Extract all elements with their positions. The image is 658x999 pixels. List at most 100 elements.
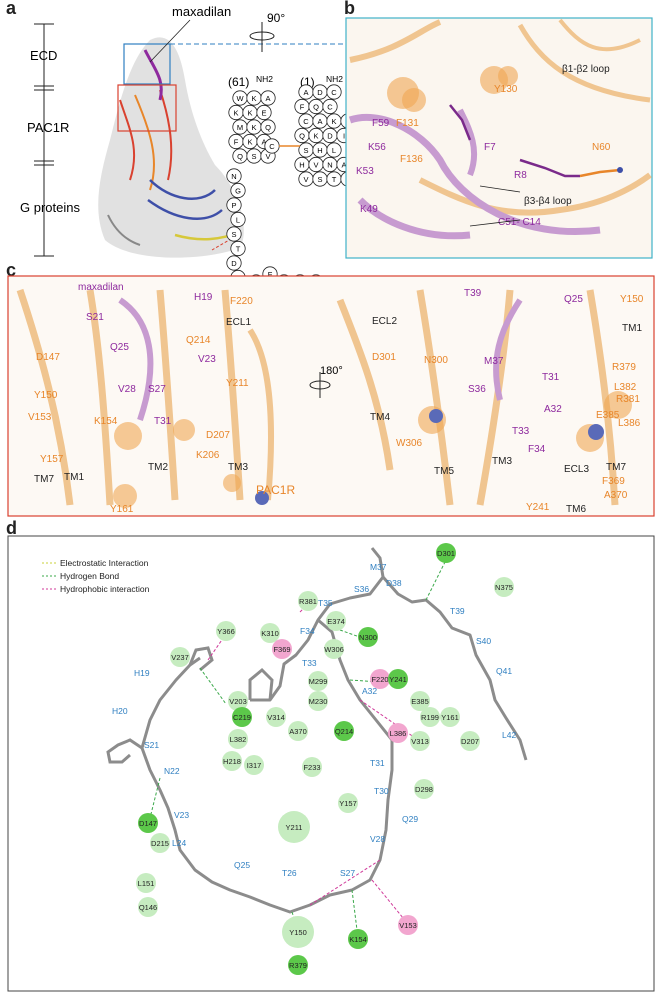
ligand-residue-label: H20	[112, 706, 128, 716]
residue-right-helix-letter: S	[303, 146, 308, 155]
residue-right-helix-letter: I	[343, 132, 345, 141]
ligand-residue-label: T31	[370, 758, 385, 768]
residue-loop-left	[230, 240, 246, 257]
receptor-residue-circle	[460, 731, 480, 751]
receptor-residue-circle	[244, 755, 264, 775]
ligand-backbone	[140, 576, 528, 914]
receptor-residue-circle	[138, 813, 158, 833]
receptor-residue-circle	[494, 577, 514, 597]
panel-b-label-ligand: F59	[372, 118, 390, 129]
panel-c-right-tm-label: TM7	[606, 462, 626, 473]
receptor-residue-circle	[136, 873, 156, 893]
ligand-residue-label: S40	[476, 636, 491, 646]
panel-c-right-tm-label: TM5	[434, 466, 454, 477]
receptor-residue-label: V313	[411, 737, 429, 746]
receptor-residue-circle	[398, 915, 418, 935]
panel-c-right-tm-label: TM3	[492, 456, 512, 467]
receptor-residue-circle	[338, 793, 358, 813]
residue-left-helix-letter: Q	[237, 152, 243, 161]
residue-left-helix-letter: A	[265, 94, 270, 103]
panel-c-left-receptor-label: Q214	[186, 335, 211, 346]
domain-label-pac1r: PAC1R	[27, 120, 69, 135]
residue-right-helix-letter: D	[317, 88, 323, 97]
ligand-residue-label: S21	[144, 740, 159, 750]
receptor-residue-label: V237	[171, 653, 189, 662]
receptor-residue-label: V153	[399, 921, 417, 930]
panel-c-right-receptor-label: Y241	[526, 502, 550, 513]
residue-right-helix-letter: C	[331, 88, 337, 97]
residue-left-helix-letter: S	[251, 152, 256, 161]
receptor-residue-circle	[228, 691, 248, 711]
ligand-residue-label: T26	[282, 868, 297, 878]
panel-b-letter: b	[344, 0, 355, 18]
panel-c-left-receptor-label: K206	[196, 450, 220, 461]
residue-left-helix-letter: A	[261, 138, 266, 147]
panel-c-left-ligand-label: H19	[194, 292, 213, 303]
receptor-residue-circle	[228, 729, 248, 749]
ligand-residue-label: S36	[354, 584, 369, 594]
panel-c-left-ligand-label: S27	[148, 384, 166, 395]
residue-left-cys-letter: C	[269, 142, 275, 151]
receptor-residue-label: R379	[289, 961, 307, 970]
panel-c-right-ligand-label: M37	[484, 356, 504, 367]
panel-c-left-receptor-label: Y211	[226, 378, 249, 389]
panel-c-right-receptor-label: A370	[604, 490, 628, 501]
residue-left-helix-letter: Q	[265, 123, 271, 132]
panel-c-left-ligand-label: V23	[198, 354, 216, 365]
residue-loop-bottom-letter: F	[268, 270, 273, 279]
receptor-residue-label: H218	[223, 757, 241, 766]
residue-loop-left-letter: G	[235, 187, 241, 196]
residue-left-helix-letter: W	[236, 94, 244, 103]
sequence-diagram: WKAKKEMKQFKAQSVCADCFQCCAKRQKDISHLHVNAVST…	[226, 84, 356, 290]
receptor-residue-circle	[370, 669, 390, 689]
ligand-residue-label: S27	[340, 868, 355, 878]
receptor-residue-circle	[388, 669, 408, 689]
residue-loop-left-letter: N	[231, 172, 236, 181]
panel-c-left-receptor-label: D207	[206, 430, 230, 441]
ligand-residue-label: A32	[362, 686, 377, 696]
receptor-residue-label: F369	[273, 645, 290, 654]
residue-left-helix-letter: K	[251, 94, 256, 103]
interaction-line	[425, 559, 447, 601]
residue-loop-left	[226, 255, 242, 271]
panel-c-left-receptor-label: F220	[230, 296, 253, 307]
receptor-residue-circle	[334, 721, 354, 741]
ligand-residue-label: T30	[374, 786, 389, 796]
legend-label: Electrostatic Interaction	[60, 558, 149, 568]
receptor-residue-circle	[138, 897, 158, 917]
panel-c-right-receptor-label: E385	[596, 410, 620, 421]
panel-c-right-receptor-label: L382	[614, 382, 637, 393]
panel-c-left-receptor-label: Y161	[110, 504, 134, 515]
residue-right-helix	[326, 142, 342, 158]
panel-c-left-ligand-label: S21	[86, 312, 104, 323]
panel-c-right-tm-label: ECL3	[564, 464, 589, 475]
rotation-label-c: 180°	[320, 365, 343, 377]
residue-loop-left	[226, 168, 242, 184]
receptor-residue-circle	[420, 707, 440, 727]
receptor-residue-circle	[440, 707, 460, 727]
receptor-residue-circle	[308, 671, 328, 691]
panel-b-ribbons	[348, 18, 652, 240]
residue-loop-left-letter: D	[231, 259, 237, 268]
interaction-line	[359, 699, 425, 745]
panel-b-label-receptor: F136	[400, 154, 423, 165]
panel-b-label-receptor: F131	[396, 118, 419, 129]
receptor-residue-circle	[410, 691, 430, 711]
panel-c-left-receptor-label: Y150	[34, 390, 58, 401]
receptor-residue-circle	[282, 916, 314, 948]
panel-b-label-receptor: N60	[592, 142, 611, 153]
receptor-residue-label: N375	[495, 583, 513, 592]
residue-right-helix-letter: V	[313, 161, 318, 170]
residue-left-helix-letter: M	[237, 123, 243, 132]
panel-b-label-ligand: K56	[368, 142, 386, 153]
residue-right-helix-letter: C	[327, 103, 333, 112]
residue-right-helix-letter: A	[317, 117, 322, 126]
panel-c-right-receptor-label: D301	[372, 352, 396, 363]
panel-b-label-ligand: C51- C14	[498, 217, 541, 228]
residue-right-helix-letter: F	[300, 103, 305, 112]
receptor-residue-circle	[278, 811, 310, 843]
ligand-residue-label: M37	[370, 562, 387, 572]
